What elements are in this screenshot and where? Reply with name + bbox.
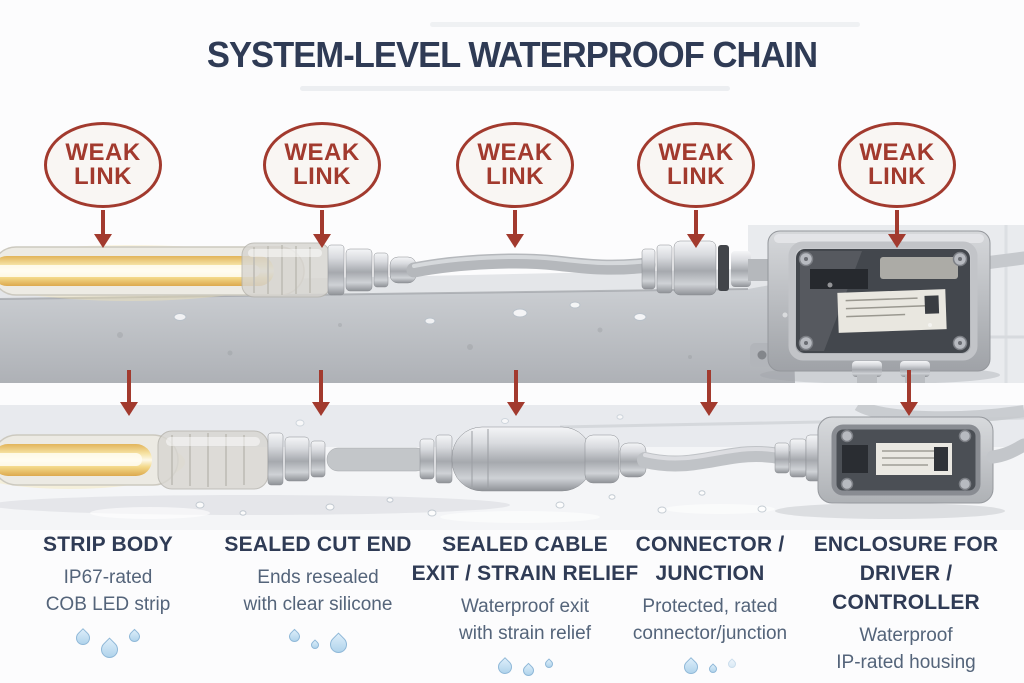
weak-link-badge: WEAK LINK	[838, 122, 956, 208]
weak-link-label: WEAK	[477, 138, 553, 166]
down-arrow-icon	[514, 370, 518, 402]
column-description: IP67-rated COB LED strip	[0, 565, 223, 619]
weak-link-badge: WEAK LINK	[637, 122, 755, 208]
barrel-connector	[419, 426, 647, 492]
column-description-line: Protected, rated	[642, 595, 778, 617]
column-sealed-cable-exit: SEALED CABLE EXIT / STRAIN RELIEF Waterp…	[410, 531, 640, 683]
column-sealed-cut-end: SEALED CUT END Ends resealed with clear …	[203, 531, 433, 665]
column-description: Waterproof exit with strain relief	[410, 594, 640, 648]
column-description-line: Waterproof exit	[460, 595, 590, 617]
down-arrow-icon	[101, 210, 105, 234]
droplet-icon	[707, 663, 719, 675]
weak-link-badge: WEAK LINK	[263, 122, 381, 208]
water-droplets-icon	[0, 628, 223, 665]
weak-link-label: WEAK	[658, 138, 734, 166]
droplet-icon	[494, 656, 515, 677]
column-enclosure-driver: ENCLOSURE FOR DRIVER / CONTROLLER Waterp…	[791, 531, 1021, 683]
column-heading-line: STRIP BODY	[43, 533, 173, 556]
column-heading-line: JUNCTION	[655, 561, 765, 585]
column-heading: CONNECTOR / JUNCTION	[595, 531, 825, 589]
title-shadow-divider	[300, 86, 730, 91]
decorative-smudge	[430, 22, 860, 27]
top-illustration	[0, 225, 1024, 383]
bottom-illustration	[0, 405, 1024, 530]
column-heading-line: EXIT / STRAIN RELIEF	[411, 561, 639, 585]
droplet-icon	[726, 658, 738, 670]
sealed-end-cap	[157, 430, 269, 490]
column-description: Ends resealed with clear silicone	[203, 565, 433, 619]
column-description-line: IP67-rated	[63, 566, 153, 588]
weak-link-label: WEAK	[859, 138, 935, 166]
droplet-icon	[542, 658, 555, 670]
weak-link-label: LINK	[868, 163, 926, 190]
column-description: Waterproof IP-rated housing	[791, 623, 1021, 677]
weak-link-label: WEAK	[284, 138, 360, 166]
column-heading: STRIP BODY	[0, 531, 223, 560]
down-arrow-icon	[513, 210, 517, 234]
column-description-line: IP-rated housing	[836, 651, 976, 673]
column-description-line: with strain relief	[459, 622, 591, 644]
weak-link-bubble: WEAK LINK	[263, 122, 381, 234]
enclosure-box	[750, 230, 1024, 383]
weak-link-bubble: WEAK LINK	[637, 122, 755, 234]
down-arrow-icon	[707, 370, 711, 402]
bottom-glands	[852, 361, 930, 383]
column-description-line: Waterproof	[859, 624, 953, 646]
droplet-icon	[326, 632, 351, 657]
column-description-line: with clear silicone	[243, 593, 393, 615]
droplet-icon	[126, 628, 143, 645]
weak-link-label: LINK	[293, 163, 351, 190]
down-arrow-icon	[694, 210, 698, 234]
led-strip	[0, 434, 185, 489]
weak-link-badge: WEAK LINK	[44, 122, 162, 208]
weak-link-label: WEAK	[65, 138, 141, 166]
column-description-line: Ends resealed	[257, 566, 379, 588]
page-title: SYSTEM-LEVEL WATERPROOF CHAIN	[206, 34, 818, 75]
sealed-end-cap	[241, 242, 331, 298]
cable	[637, 446, 792, 472]
down-arrow-icon	[319, 370, 323, 402]
column-heading: ENCLOSURE FOR DRIVER / CONTROLLER	[791, 531, 1021, 618]
cable	[406, 253, 656, 278]
droplet-icon	[681, 656, 701, 677]
led-strip	[0, 245, 305, 301]
column-heading: SEALED CUT END	[203, 531, 433, 560]
droplet-icon	[286, 628, 303, 645]
corner-screws	[798, 251, 968, 351]
weak-link-badge: WEAK LINK	[456, 122, 574, 208]
down-arrow-icon	[127, 370, 131, 402]
column-heading-line: SEALED CUT END	[224, 533, 412, 556]
weak-link-label: LINK	[74, 163, 132, 190]
driver-label	[837, 289, 947, 333]
down-arrow-icon	[895, 210, 899, 234]
column-heading-line: SEALED CABLE	[442, 533, 608, 556]
droplet-icon	[97, 637, 122, 662]
column-heading-line: ENCLOSURE FOR	[813, 533, 999, 556]
column-description: Protected, rated connector/junction	[595, 594, 825, 648]
inline-driver-box	[774, 416, 1024, 504]
weak-link-bubble: WEAK LINK	[838, 122, 956, 234]
weak-link-bubble: WEAK LINK	[456, 122, 574, 234]
down-arrow-icon	[907, 370, 911, 402]
column-strip-body: STRIP BODY IP67-rated COB LED strip	[0, 531, 223, 665]
weak-link-label: LINK	[667, 163, 725, 190]
water-droplets-icon	[203, 628, 433, 665]
column-heading-line: CONNECTOR /	[635, 533, 785, 556]
droplet-icon	[309, 639, 321, 651]
weak-link-label: LINK	[486, 163, 544, 190]
metal-connector	[267, 432, 428, 486]
column-description-line: connector/junction	[632, 622, 788, 644]
column-description-line: COB LED strip	[45, 593, 171, 615]
column-heading: SEALED CABLE EXIT / STRAIN RELIEF	[410, 531, 640, 589]
weak-link-bubble: WEAK LINK	[44, 122, 162, 234]
droplet-icon	[520, 662, 536, 679]
column-heading-line: DRIVER / CONTROLLER	[832, 561, 980, 614]
droplet-icon	[73, 628, 93, 648]
down-arrow-icon	[320, 210, 324, 234]
column-connector-junction: CONNECTOR / JUNCTION Protected, rated co…	[595, 531, 825, 683]
metal-connector	[327, 244, 417, 296]
water-droplets	[195, 414, 767, 517]
